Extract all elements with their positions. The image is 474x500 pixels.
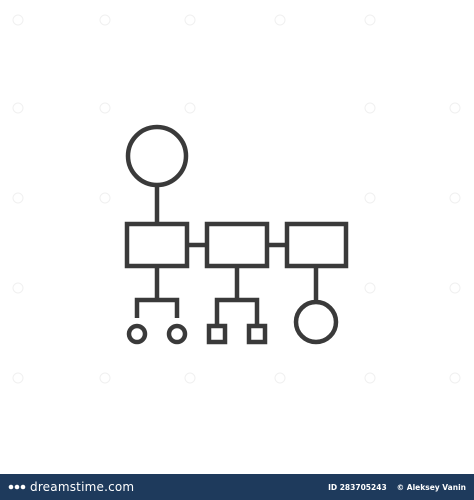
leaf-square-2 [246, 323, 268, 345]
footer-logo: dreamstime.com [8, 480, 134, 494]
leaf-circle-2-icon [166, 323, 188, 345]
leaf-square-1 [206, 323, 228, 345]
stock-footer-bar: dreamstime.com ID 283705243 © Aleksey Va… [0, 474, 474, 500]
leaf-circle-1-icon [126, 323, 148, 345]
node-box-1 [124, 221, 190, 269]
image-id: ID 283705243 [328, 482, 387, 492]
footer-credits: ID 283705243 © Aleksey Vanin [328, 483, 466, 492]
hierarchy-structure-icon [124, 124, 349, 345]
author-credit: © Aleksey Vanin [396, 482, 466, 492]
footer-logo-text: dreamstime.com [30, 480, 135, 494]
leaf-circle-large-icon [293, 299, 339, 345]
dreamstime-logo-icon [8, 484, 26, 490]
root-circle-icon [125, 124, 189, 188]
node-box-2 [204, 221, 270, 269]
node-box-3 [284, 221, 349, 269]
